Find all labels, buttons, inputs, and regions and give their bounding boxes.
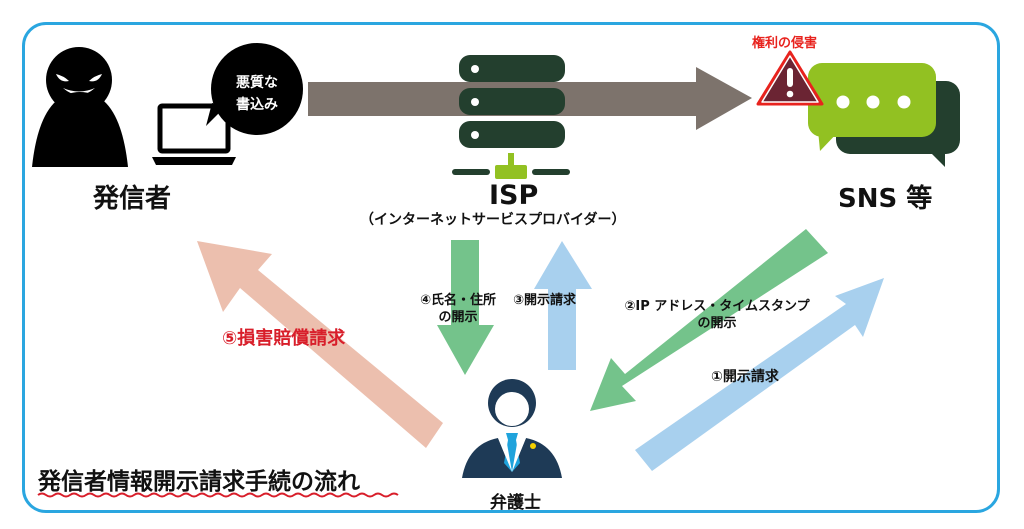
laptop-icon (152, 103, 236, 165)
diagram-title: 発信者情報開示請求手続の流れ (38, 469, 360, 495)
isp-sublabel: （インターネットサービスプロバイダー） (360, 212, 626, 228)
speech-bubble-text: 悪質な 書込み (222, 72, 292, 116)
speech-bubble-icon (206, 43, 303, 135)
title-underline (37, 492, 399, 498)
speech-line-1: 悪質な (236, 75, 278, 91)
step-1-arrow (635, 278, 884, 471)
step-4-label: ④氏名・住所 の開示 (410, 292, 506, 326)
step-5-label: ⑤損害賠償請求 (222, 328, 346, 349)
chat-bubbles-icon (808, 63, 960, 167)
sender-icon (32, 47, 128, 167)
diagram-frame (22, 22, 1000, 513)
lawyer-label: 弁護士 (490, 493, 541, 513)
rights-infringement-label: 権利の侵害 (752, 36, 818, 51)
isp-label: ISP (489, 180, 539, 211)
step-4-line-1: ④氏名・住所 (419, 293, 496, 308)
step-3-label: ③開示請求 (513, 293, 577, 308)
sns-label: SNS 等 (838, 184, 933, 214)
step-5-arrow (197, 241, 443, 448)
step-2-arrow (590, 229, 828, 411)
step-2-line-2: の開示 (697, 316, 737, 331)
step-2-line-1: ②IP アドレス・タイムスタンプ (624, 299, 810, 314)
step-1-label: ①開示請求 (711, 369, 779, 385)
step-4-arrow (437, 240, 494, 375)
server-icon (452, 55, 570, 179)
step-2-label: ②IP アドレス・タイムスタンプ の開示 (612, 298, 822, 332)
step-4-line-2: の開示 (438, 310, 478, 325)
step-3-arrow (534, 241, 592, 370)
speech-line-2: 書込み (236, 97, 278, 113)
sender-label: 発信者 (93, 184, 172, 214)
warning-icon (756, 50, 824, 106)
lawyer-icon (462, 379, 562, 478)
